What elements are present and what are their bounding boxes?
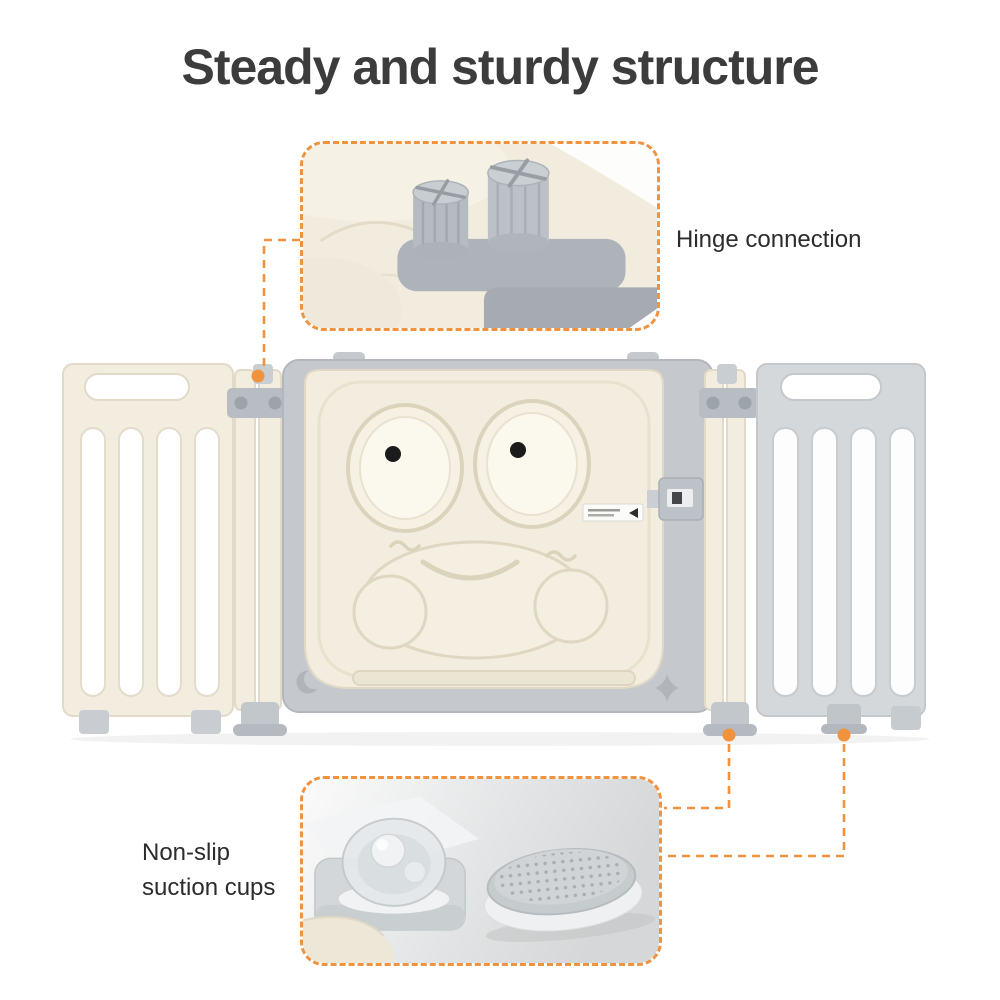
- panel-slot: [889, 427, 916, 697]
- hinge-bolt: [268, 396, 282, 410]
- frog-smile: [420, 559, 520, 581]
- frog-hand: [352, 574, 428, 650]
- frog-pupil: [510, 442, 526, 458]
- panel-slot: [811, 427, 838, 697]
- hinge-pin: [412, 179, 469, 260]
- frog-hand: [533, 568, 609, 644]
- suction-callout-line-right: [664, 744, 846, 858]
- door-latch: [647, 477, 704, 521]
- playpen-product-image: [62, 352, 930, 746]
- suction-callout-label: Non-slip suction cups: [142, 839, 276, 901]
- frog-pupil: [385, 446, 401, 462]
- hinge-bolt: [706, 396, 720, 410]
- panel-foot: [891, 706, 921, 730]
- instruction-sticker: [582, 503, 644, 522]
- sticker-arrow-icon: [629, 508, 638, 518]
- suction-cup: [338, 817, 450, 914]
- hinge-block: [227, 388, 289, 418]
- panel-slot: [772, 427, 799, 697]
- panel-foot: [79, 710, 109, 734]
- left-panel: [62, 363, 234, 734]
- hinge-pin: [487, 158, 550, 253]
- panel-slot: [850, 427, 877, 697]
- panel-foot: [191, 710, 221, 734]
- hinge-right: [699, 364, 759, 736]
- panel-slot: [156, 427, 182, 697]
- frog-face: [346, 399, 609, 660]
- panel-slot: [194, 427, 220, 697]
- suction-foot: [827, 704, 861, 730]
- hinge-callout-label: Hinge connection: [676, 226, 862, 253]
- frog-cheek-mark: [389, 540, 421, 552]
- door-bottom-rail: [352, 670, 636, 686]
- panel-slot: [118, 427, 144, 697]
- left-panel-handle-hole: [84, 373, 190, 401]
- hinge-cap: [253, 364, 273, 384]
- hinge-bolt: [738, 396, 752, 410]
- headline: Steady and sturdy structure: [181, 39, 819, 95]
- suction-detail-image: [303, 779, 659, 963]
- floor-shadow: [70, 732, 930, 746]
- non-slip-pad: [484, 848, 655, 942]
- hinge-detail-image: [303, 144, 657, 328]
- suction-foot-base: [821, 724, 867, 734]
- panel-slot: [80, 427, 106, 697]
- suction-callout-line-left: [664, 744, 731, 810]
- right-panel: [756, 363, 926, 734]
- hinge-block: [699, 388, 759, 418]
- hinge-cap: [717, 364, 737, 384]
- right-panel-handle-hole: [780, 373, 882, 401]
- suction-foot-base: [703, 724, 757, 736]
- hinge-detail-inset: [300, 141, 660, 331]
- hinge-left: [227, 364, 289, 736]
- hinge-foot-base: [233, 724, 287, 736]
- star-cutout: [655, 674, 679, 702]
- hinge-callout-line: [262, 238, 300, 367]
- moon-cutout: [296, 670, 320, 694]
- frog-cheek-mark: [545, 550, 577, 562]
- hinge-bolt: [234, 396, 248, 410]
- suction-detail-inset: [300, 776, 662, 966]
